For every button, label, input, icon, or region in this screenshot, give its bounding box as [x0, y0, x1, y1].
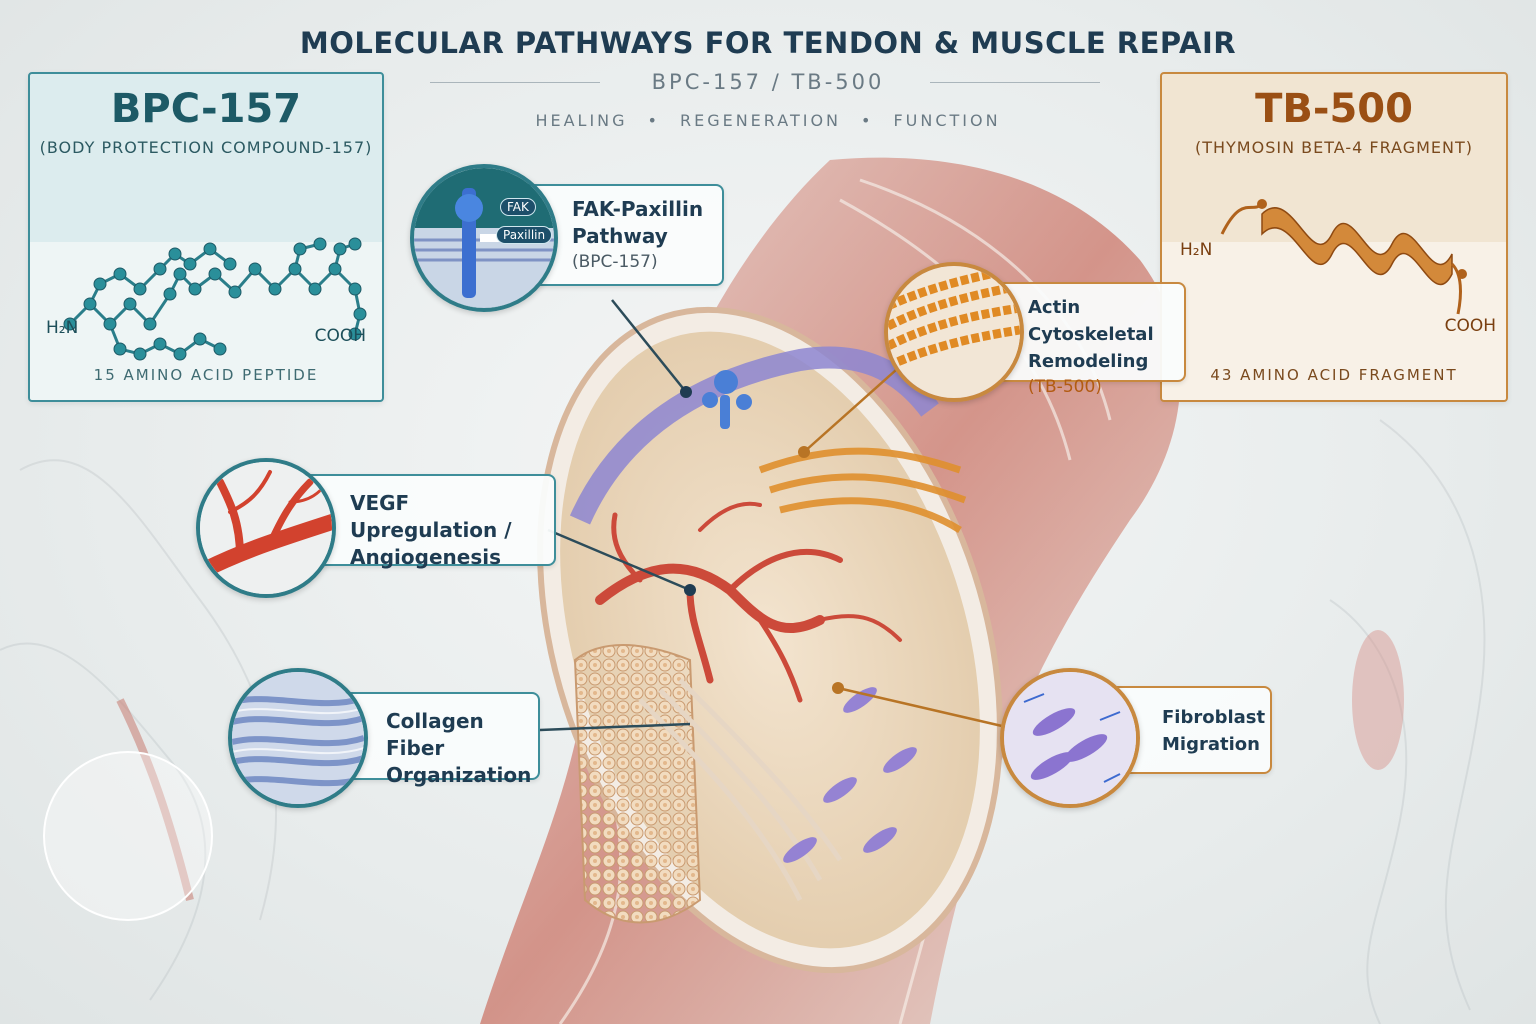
bpc157-full-name: (BODY PROTECTION COMPOUND-157) [39, 138, 373, 157]
tb500-n-terminus: H₂N [1180, 240, 1213, 260]
bpc157-card: BPC-157 (BODY PROTECTION COMPOUND-157) H… [28, 72, 384, 402]
actin-line2: Remodeling [1028, 351, 1149, 372]
tb500-c-terminus: COOH [1444, 316, 1496, 336]
vegf-line2: Angiogenesis [350, 545, 501, 569]
fibroblast-line1: Fibroblast [1162, 707, 1266, 728]
fak-source: (BPC-157) [572, 252, 658, 272]
actin-filament-icon [888, 266, 1020, 398]
tagline: HEALING•REGENERATION•FUNCTION [535, 111, 1001, 130]
fibroblast-migration-callout: Fibroblast Migration [1096, 686, 1272, 774]
actin-inset [884, 262, 1024, 402]
tb500-card: TB-500 (THYMOSIN BETA-4 FRAGMENT) H₂N CO… [1160, 72, 1508, 402]
tb500-name: TB-500 [1255, 86, 1413, 132]
fak-line2: Pathway [572, 224, 668, 248]
tb500-length: 43 AMINO ACID FRAGMENT [1210, 366, 1458, 384]
tag-regeneration: REGENERATION [679, 111, 842, 130]
fak-line1: FAK-Paxillin [572, 197, 704, 221]
vegf-angiogenesis-callout: VEGF Upregulation / Angiogenesis [300, 474, 556, 569]
collagen-fiber-icon [232, 672, 364, 804]
collagen-line2: Organization [386, 763, 532, 787]
page-title: MOLECULAR PATHWAYS FOR TENDON & MUSCLE R… [299, 26, 1237, 60]
tb500-helix-icon [1220, 199, 1467, 315]
vegf-line1: VEGF Upregulation / [350, 491, 512, 542]
blood-vessel-icon [200, 462, 332, 594]
bpc157-n-terminus: H₂N [46, 318, 79, 338]
bpc157-length: 15 AMINO ACID PEPTIDE [93, 366, 319, 384]
actin-source: (TB-500) [1028, 377, 1102, 397]
page-subtitle: BPC-157 / TB-500 [651, 70, 885, 94]
tb500-full-name: (THYMOSIN BETA-4 FRAGMENT) [1194, 138, 1474, 157]
bpc157-molecule-icon [63, 237, 367, 361]
bpc157-name: BPC-157 [110, 86, 302, 132]
fibroblast-line2: Migration [1162, 734, 1260, 755]
tag-healing: HEALING [535, 111, 628, 130]
subtitle-rule-left [430, 82, 600, 83]
vegf-inset [196, 458, 336, 598]
actin-line1: Actin Cytoskeletal [1028, 297, 1154, 345]
fibroblast-inset [1000, 668, 1140, 808]
fak-inset-label: FAK [500, 198, 536, 216]
subtitle-rule-right [930, 82, 1100, 83]
tag-function: FUNCTION [893, 111, 1001, 130]
paxillin-inset-label: Paxillin [496, 226, 553, 244]
collagen-inset [228, 668, 368, 808]
fibroblast-cell-icon [1004, 672, 1136, 804]
bpc157-c-terminus: COOH [314, 326, 366, 346]
collagen-line1: Collagen Fiber [386, 709, 484, 760]
